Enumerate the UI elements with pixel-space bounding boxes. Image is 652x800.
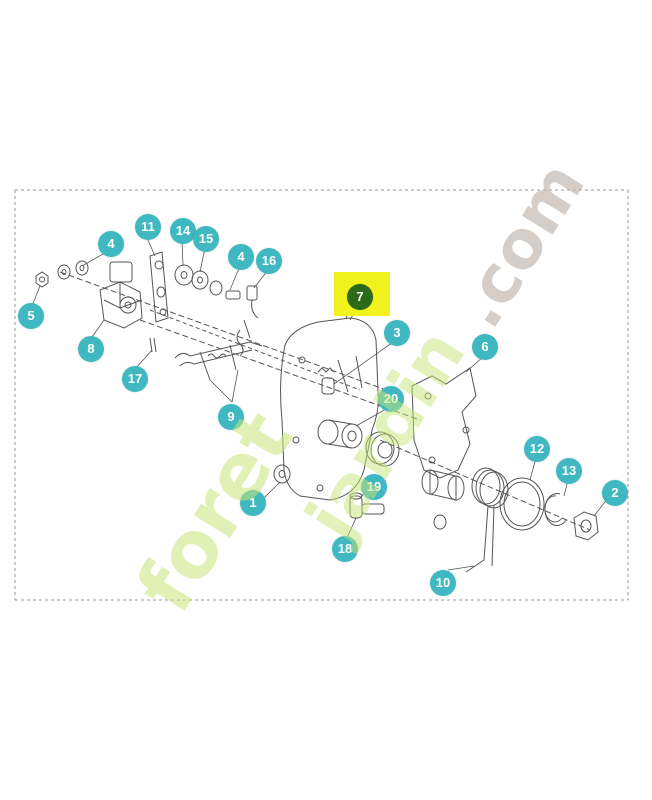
axis-line-upper	[59, 271, 401, 396]
part-20-spacer	[317, 419, 363, 449]
axis-line-lower	[139, 319, 421, 421]
part-15-washer	[191, 270, 209, 290]
callout-18[interactable]: 18	[332, 536, 358, 562]
part-4-screw	[209, 280, 241, 300]
callout-2[interactable]: 2	[602, 480, 628, 506]
callout-14[interactable]: 14	[170, 218, 196, 244]
leader-lines	[31, 239, 609, 571]
part-16-clip	[246, 285, 259, 319]
sleeve	[421, 469, 465, 530]
dashed-frame	[14, 189, 629, 601]
part-14-washer	[174, 264, 194, 286]
callout-10[interactable]: 10	[430, 570, 456, 596]
part-8-clamp	[99, 261, 143, 329]
callout-15[interactable]: 15	[193, 226, 219, 252]
part-11-lever-plate	[149, 251, 169, 323]
callout-7[interactable]: 7	[347, 284, 373, 310]
part-3-pin	[317, 367, 335, 395]
callout-17[interactable]: 17	[122, 366, 148, 392]
part-5-nut	[35, 271, 49, 288]
callout-11[interactable]: 11	[135, 214, 161, 240]
part-10-spring	[465, 467, 509, 573]
callout-4-secondary[interactable]: 4	[228, 244, 254, 270]
axis-line-bolt	[149, 309, 361, 391]
callout-20[interactable]: 20	[378, 386, 404, 412]
callout-1[interactable]: 1	[240, 490, 266, 516]
part-9-rod	[174, 319, 263, 381]
part-7-bracket-plate	[280, 299, 379, 501]
callout-13[interactable]: 13	[556, 458, 582, 484]
part-12-ring	[499, 477, 545, 531]
callout-8[interactable]: 8	[78, 336, 104, 362]
callout-19[interactable]: 19	[361, 474, 387, 500]
part-2-lock-nut	[573, 511, 599, 541]
part-6-rear-bracket	[411, 367, 477, 479]
part-13-circlip	[544, 493, 567, 526]
part-4-washer	[57, 260, 89, 280]
callout-9[interactable]: 9	[218, 404, 244, 430]
callout-4[interactable]: 4	[98, 231, 124, 257]
bushing	[365, 431, 400, 467]
callout-12[interactable]: 12	[524, 436, 550, 462]
callout-16[interactable]: 16	[256, 248, 282, 274]
part-1-nut	[273, 464, 291, 484]
axis-line-right	[379, 439, 591, 531]
callout-3[interactable]: 3	[384, 320, 410, 346]
callout-5[interactable]: 5	[18, 303, 44, 329]
callout-6[interactable]: 6	[472, 334, 498, 360]
part-17-pin	[149, 337, 157, 353]
